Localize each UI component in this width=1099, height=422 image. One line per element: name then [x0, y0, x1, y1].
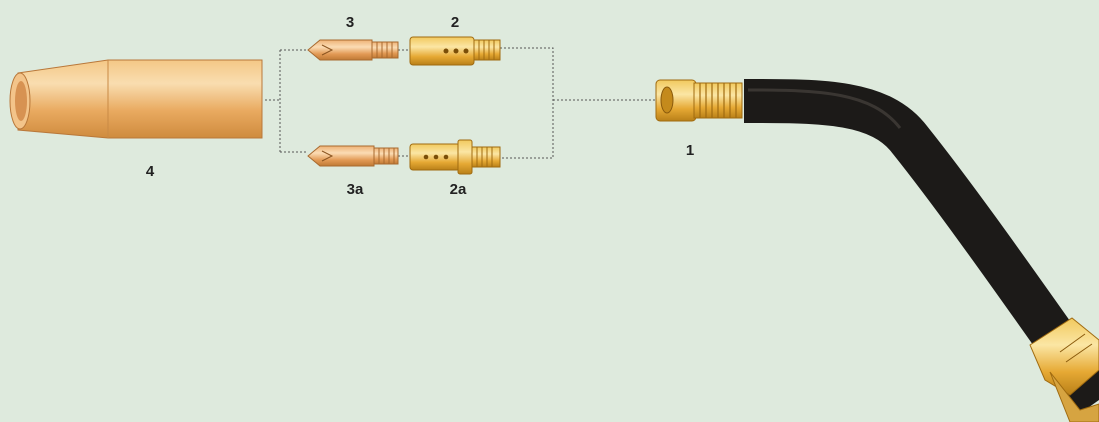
label-contact-tip-alt: 3a: [347, 181, 364, 198]
diffuser-alt-part: [409, 139, 501, 175]
gooseneck-threaded-head: [655, 79, 743, 122]
connector-lines: [265, 47, 660, 159]
nozzle-part: [9, 59, 263, 139]
diffuser-part: [409, 36, 501, 66]
gooseneck-end-fitting: [1029, 317, 1099, 422]
label-gooseneck: 1: [686, 142, 694, 159]
label-nozzle: 4: [146, 163, 155, 180]
contact-tip-alt-part: [307, 145, 399, 167]
label-diffuser-alt: 2a: [450, 181, 467, 198]
label-diffuser: 2: [451, 14, 459, 31]
gooseneck-part: [655, 78, 1099, 422]
label-contact-tip: 3: [346, 14, 354, 31]
contact-tip-part: [307, 39, 399, 61]
